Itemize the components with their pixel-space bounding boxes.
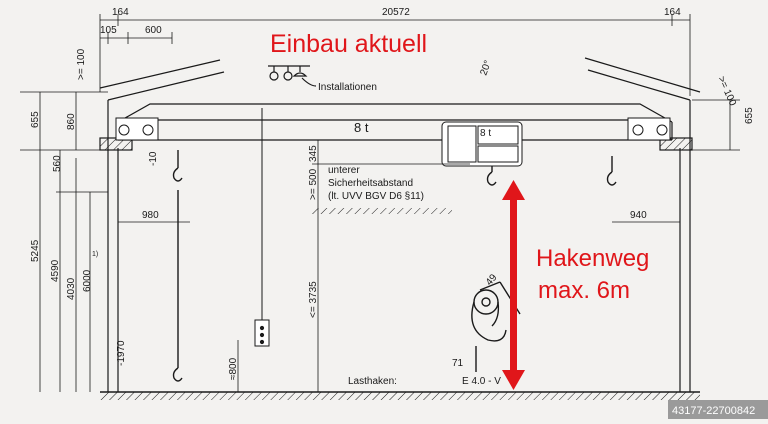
dim-940: 940 bbox=[630, 210, 647, 221]
watermark-text: 43177-22700842 bbox=[672, 405, 755, 417]
hook-travel-arrow bbox=[502, 180, 525, 390]
red-annotations: Einbau aktuell Hakenweg max. 6m bbox=[270, 30, 649, 390]
dim-left-offset: 164 bbox=[112, 7, 129, 18]
hook-spec-label: E 4.0 - V bbox=[462, 376, 501, 387]
dim-1970: -1970 bbox=[116, 340, 127, 366]
dim-left-655: 655 bbox=[30, 111, 41, 128]
watermark: 43177-22700842 bbox=[668, 400, 768, 419]
installation-note: Einbau aktuell bbox=[270, 30, 427, 58]
dim-800: ≈800 bbox=[228, 357, 239, 380]
dim-500: >= 500 bbox=[308, 168, 319, 200]
side-hook-left-icon bbox=[172, 150, 183, 182]
side-hook-right-icon bbox=[606, 156, 617, 186]
hook-travel-line1: Hakenweg bbox=[536, 245, 649, 272]
dim-10: -10 bbox=[148, 151, 159, 166]
dim-right-clearance: >= 100 bbox=[715, 75, 738, 108]
dim-980: 980 bbox=[142, 210, 159, 221]
building-structure bbox=[99, 57, 701, 400]
dim-right-offset: 164 bbox=[664, 7, 681, 18]
end-carriage-left bbox=[115, 117, 159, 141]
dim-right-655: 655 bbox=[744, 107, 755, 124]
hook-travel-line2: max. 6m bbox=[538, 277, 630, 304]
dim-4030: 4030 bbox=[66, 277, 77, 300]
dim-left-860: 860 bbox=[66, 113, 77, 130]
crane-girder bbox=[117, 103, 673, 141]
end-carriage-right bbox=[627, 117, 671, 141]
safety-distance-line2: Sicherheitsabstand bbox=[328, 178, 413, 189]
component-labels: Installationen 8 t 8 t unterer Sicherhei… bbox=[318, 82, 501, 387]
installation-lights-icon bbox=[268, 65, 317, 87]
dim-49: 49 bbox=[484, 272, 500, 288]
dim-6000: 6000 bbox=[82, 269, 93, 292]
load-hook-detail-icon bbox=[471, 281, 521, 372]
dim-footnote: 1) bbox=[92, 251, 98, 258]
pendant-control bbox=[254, 108, 270, 347]
beam-capacity-label: 8 t bbox=[354, 120, 369, 135]
load-hook-label: Lasthaken: bbox=[348, 376, 397, 387]
dim-600: 600 bbox=[145, 25, 162, 36]
hoist-capacity-label: 8 t bbox=[480, 128, 491, 139]
dimension-lines bbox=[20, 14, 740, 392]
lower-hook-left-icon bbox=[172, 190, 183, 382]
dim-span: 20572 bbox=[382, 7, 410, 18]
dim-345: 345 bbox=[308, 145, 319, 162]
dim-4590: 4590 bbox=[50, 259, 61, 282]
trolley-hook-icon bbox=[486, 166, 497, 186]
dim-roof-angle: 20° bbox=[478, 59, 494, 77]
dim-105: 105 bbox=[100, 25, 117, 36]
dim-3735: <= 3735 bbox=[308, 281, 319, 318]
dim-left-560: 560 bbox=[52, 155, 63, 172]
safety-distance-line3: (lt. UVV BGV D6 §11) bbox=[328, 191, 424, 202]
dimension-labels: 164 20572 164 105 600 >= 100 655 860 560… bbox=[30, 7, 755, 380]
dim-71: 71 bbox=[452, 358, 464, 369]
dim-5245: 5245 bbox=[30, 239, 41, 262]
dim-left-clearance: >= 100 bbox=[76, 48, 87, 80]
safety-distance-line1: unterer bbox=[328, 165, 360, 176]
installations-label: Installationen bbox=[318, 82, 377, 93]
hoist-trolley bbox=[441, 121, 523, 167]
